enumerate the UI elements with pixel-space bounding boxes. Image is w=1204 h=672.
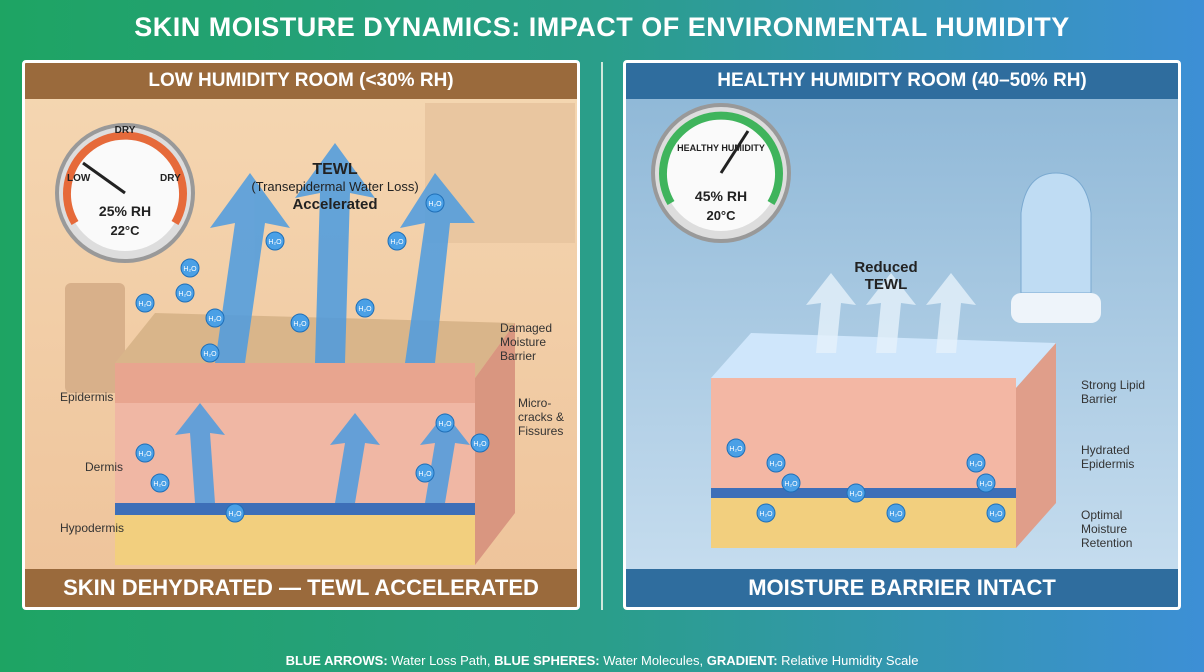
svg-text:H₂O: H₂O [203, 351, 217, 358]
gauge-low-label: LOW [67, 173, 91, 184]
water-molecule-icon: H₂O [781, 473, 801, 493]
legend-value-gradient: Relative Humidity Scale [777, 653, 919, 668]
svg-text:H₂O: H₂O [178, 291, 192, 298]
humidifier-icon [1011, 172, 1101, 323]
svg-text:H₂O: H₂O [138, 451, 152, 458]
svg-text:H₂O: H₂O [979, 481, 993, 488]
label-epidermis: Epidermis [60, 390, 114, 404]
svg-text:H₂O: H₂O [428, 201, 442, 208]
tewl-title: TEWL [312, 161, 358, 178]
gauge-dry-label-2: DRY [160, 173, 181, 184]
svg-text:H₂O: H₂O [418, 471, 432, 478]
water-molecule-icon: H₂O [290, 313, 310, 333]
svg-text:H₂O: H₂O [153, 481, 167, 488]
radiator-icon [65, 283, 125, 393]
water-molecule-icon: H₂O [225, 503, 245, 523]
label-optimal-retention: Optimal Moisture Retention [1081, 508, 1133, 550]
healthy-humidity-panel: H₂O H₂O H₂O H₂O H₂O H₂O H₂O H₂O H₂O HEALTHY HUMI… [623, 60, 1181, 610]
gauge-temp: 22°C [110, 223, 140, 238]
water-molecule-icon: H₂O [200, 343, 220, 363]
legend-value-spheres: Water Molecules, [599, 653, 707, 668]
svg-text:H₂O: H₂O [849, 491, 863, 498]
water-molecule-icon: H₂O [986, 503, 1006, 523]
water-loss-arrows [175, 143, 475, 503]
svg-text:H₂O: H₂O [769, 461, 783, 468]
svg-text:H₂O: H₂O [438, 421, 452, 428]
water-molecule-icon: H₂O [150, 473, 170, 493]
svg-text:H₂O: H₂O [729, 446, 743, 453]
svg-text:H₂O: H₂O [989, 511, 1003, 518]
water-molecule-icon: H₂O [175, 283, 195, 303]
healthy-skin-illustration: H₂O H₂O H₂O H₂O H₂O H₂O H₂O H₂O H₂O [651, 103, 1101, 548]
gauge-rh: 25% RH [98, 203, 152, 219]
panel-footer: SKIN DEHYDRATED — TEWL ACCELERATED [25, 569, 577, 607]
svg-text:H₂O: H₂O [889, 511, 903, 518]
label-microcracks: Micro-cracks & Fissures [518, 396, 565, 438]
water-molecule-icon: H₂O [355, 298, 375, 318]
svg-text:H₂O: H₂O [358, 306, 372, 313]
water-molecule-icon: H₂O [387, 231, 407, 251]
svg-text:H₂O: H₂O [759, 511, 773, 518]
panel-header: HEALTHY HUMIDITY ROOM (40–50% RH) [626, 63, 1178, 99]
water-molecule-icon: H₂O [766, 453, 786, 473]
legend-value-arrows: Water Loss Path, [387, 653, 495, 668]
healthy-gauge [651, 103, 791, 243]
gauge-rh: 45% RH [694, 188, 748, 204]
legend-key-gradient: GRADIENT: [706, 653, 778, 668]
panel-footer: MOISTURE BARRIER INTACT [626, 569, 1178, 607]
page-title: SKIN MOISTURE DYNAMICS: IMPACT OF ENVIRO… [134, 12, 1070, 42]
label-dermis: Dermis [85, 460, 123, 474]
divider [601, 62, 603, 610]
svg-text:H₂O: H₂O [293, 321, 307, 328]
water-molecule-icon: H₂O [425, 193, 445, 213]
tewl-subtitle: (Transepidermal Water Loss) [251, 179, 419, 194]
svg-text:H₂O: H₂O [473, 441, 487, 448]
svg-text:H₂O: H₂O [390, 239, 404, 246]
water-molecule-icon: H₂O [966, 453, 986, 473]
water-molecule-icon: H₂O [726, 438, 746, 458]
water-molecule-icon: H₂O [886, 503, 906, 523]
water-molecule-icon: H₂O [265, 231, 285, 251]
low-humidity-panel: H₂O H₂O H₂O H₂O H₂O H₂O H₂O H₂O H₂O H₂O H₂O H₂O H₂O H… [22, 60, 580, 610]
water-molecule-icon: H₂O [135, 443, 155, 463]
water-molecule-icon: H₂O [976, 473, 996, 493]
svg-text:H₂O: H₂O [138, 301, 152, 308]
panel-header: LOW HUMIDITY ROOM (<30% RH) [25, 63, 577, 99]
water-molecule-icon: H₂O [205, 308, 225, 328]
water-molecule-icon: H₂O [756, 503, 776, 523]
legend-key-arrows: BLUE ARROWS: [285, 653, 388, 668]
label-hydrated-epidermis: Hydrated Epidermis [1081, 443, 1135, 471]
svg-text:H₂O: H₂O [268, 239, 282, 246]
svg-text:H₂O: H₂O [784, 481, 798, 488]
water-molecule-icon: H₂O [180, 258, 200, 278]
label-lipid-barrier: Strong Lipid Barrier [1081, 378, 1146, 406]
tewl-state: Accelerated [292, 196, 378, 213]
svg-text:H₂O: H₂O [208, 316, 222, 323]
water-molecule-icon: H₂O [470, 433, 490, 453]
dry-gauge [55, 123, 195, 263]
label-damaged-barrier: Damaged Moisture Barrier [500, 321, 553, 363]
label-hypodermis: Hypodermis [60, 521, 125, 535]
svg-text:H₂O: H₂O [969, 461, 983, 468]
dry-skin-illustration: H₂O H₂O H₂O H₂O H₂O H₂O H₂O H₂O H₂O H₂O H₂O H₂O H₂O H… [55, 103, 575, 565]
water-molecule-icon: H₂O [415, 463, 435, 483]
reduced-tewl-arrows [806, 273, 976, 353]
water-molecule-icon: H₂O [135, 293, 155, 313]
water-molecule-icon: H₂O [435, 413, 455, 433]
reduced-tewl-label: Reduced TEWL [854, 259, 918, 293]
water-molecule-icon: H₂O [846, 483, 866, 503]
svg-text:H₂O: H₂O [183, 266, 197, 273]
legend: BLUE ARROWS: Water Loss Path, BLUE SPHER… [0, 653, 1204, 668]
gauge-temp: 20°C [706, 208, 736, 223]
legend-key-spheres: BLUE SPHERES: [494, 653, 600, 668]
gauge-dry-label: DRY [114, 125, 136, 136]
svg-text:H₂O: H₂O [228, 511, 242, 518]
gauge-healthy-label: HEALTHY HUMIDITY [677, 143, 765, 153]
